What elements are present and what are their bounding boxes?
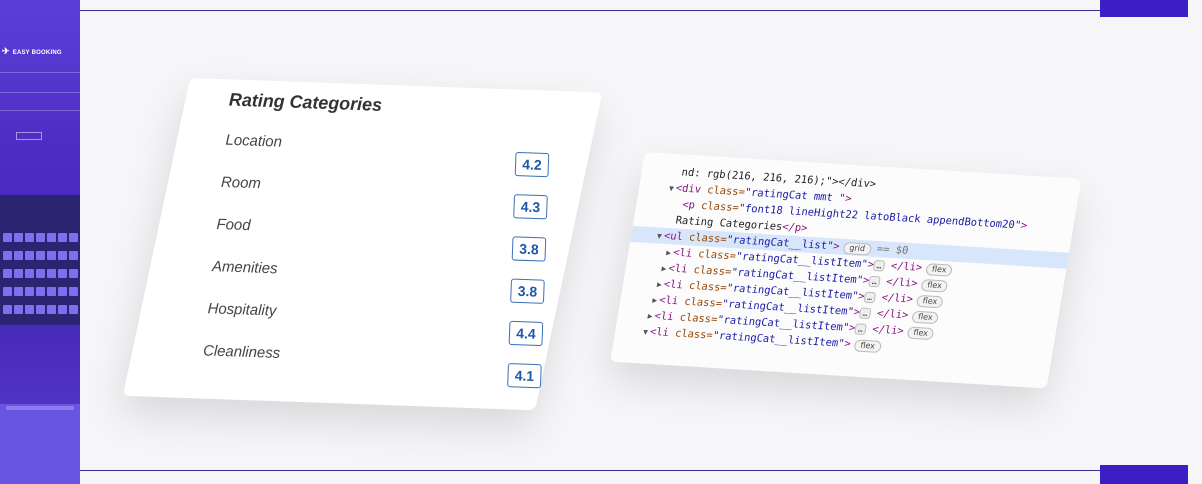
rating-badge: 4.1 [507,363,542,389]
rating-title: Rating Categories [228,89,383,115]
rating-badge: 4.4 [508,320,544,347]
plane-icon: ✈ [2,46,10,56]
top-accent-block [1100,0,1188,17]
devtools-elements-panel: nd: rgb(216, 216, 216);"></div> ▼<div cl… [610,152,1082,389]
rating-badge: 3.8 [511,236,547,262]
bottom-rule [80,470,1182,471]
strip-divider [0,110,80,111]
flex-badge[interactable]: flex [911,310,940,325]
rating-row-location: Location 4.2 [187,130,566,178]
flex-badge[interactable]: flex [906,326,935,341]
background-screenshot-strip: ✈EASY BOOKING [0,0,80,484]
rating-row-hospitality: Hospitality 4.4 [181,299,560,347]
flex-badge[interactable]: flex [925,263,954,277]
rating-row-amenities: Amenities 3.8 [183,257,562,304]
rating-label: Amenities [211,257,278,278]
collapse-triangle-icon[interactable]: ▶ [656,279,663,290]
selected-element-marker: == $0 [875,242,910,257]
rating-row-room: Room 4.3 [186,173,565,220]
collapse-triangle-icon[interactable]: ▶ [665,248,672,258]
collapse-triangle-icon[interactable]: ▶ [647,311,654,321]
rating-row-cleanliness: Cleanliness 4.1 [179,341,558,389]
strip-keyboard [2,230,80,320]
strip-button-shape [16,132,42,140]
strip-bottom [0,404,80,484]
expand-triangle-icon[interactable]: ▼ [668,183,675,194]
collapse-triangle-icon[interactable]: ▶ [660,263,668,274]
strip-divider [0,72,80,73]
rating-categories-card: Rating Categories Location 4.2 Room 4.3 … [122,78,603,411]
flex-badge[interactable]: flex [853,339,882,353]
top-rule [80,10,1182,11]
rating-badge: 3.8 [510,278,545,304]
rating-row-food: Food 3.8 [184,215,563,262]
rating-label: Hospitality [207,300,277,320]
rating-badge: 4.3 [513,194,548,220]
collapse-triangle-icon[interactable]: ▶ [651,295,658,305]
rating-label: Location [225,131,283,151]
strip-laptop [0,195,80,325]
flex-badge[interactable]: flex [920,278,949,293]
strip-divider [0,92,80,93]
strip-logo-text: EASY BOOKING [12,50,62,56]
expand-triangle-icon[interactable]: ▼ [656,231,663,241]
grid-badge[interactable]: grid [842,241,872,256]
rating-badge: 4.2 [514,151,550,178]
rating-label: Food [216,215,251,235]
bottom-accent-block [1100,465,1188,484]
expand-triangle-icon[interactable]: ▼ [642,327,649,337]
flex-badge[interactable]: flex [915,294,945,309]
strip-logo: ✈EASY BOOKING [2,46,62,57]
rating-label: Room [220,173,262,193]
rating-label: Cleanliness [202,342,281,363]
